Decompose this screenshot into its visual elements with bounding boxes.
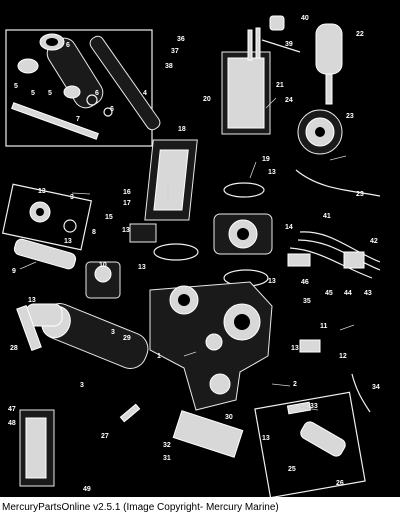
callout-6: 6 xyxy=(95,90,99,97)
callout-49: 49 xyxy=(83,486,91,493)
callout-5: 5 xyxy=(14,83,18,90)
callout-3: 3 xyxy=(70,194,74,201)
callout-17: 17 xyxy=(123,200,131,207)
callout-22: 22 xyxy=(356,31,364,38)
callout-32: 32 xyxy=(163,442,171,449)
callout-13: 13 xyxy=(268,278,276,285)
callout-23: 23 xyxy=(346,113,354,120)
image-caption: MercuryPartsOnline v2.5.1 (Image Copyrig… xyxy=(2,502,279,513)
leader-lines xyxy=(19,97,355,411)
callout-1: 1 xyxy=(157,353,161,360)
callout-41: 41 xyxy=(323,213,331,220)
callout-10: 10 xyxy=(99,262,107,269)
callout-13: 13 xyxy=(64,238,72,245)
callout-37: 37 xyxy=(171,48,179,55)
callout-30: 30 xyxy=(225,414,233,421)
callout-27: 27 xyxy=(101,433,109,440)
callout-24: 24 xyxy=(285,97,293,104)
callout-7: 7 xyxy=(76,116,80,123)
manifold-housing xyxy=(149,281,273,411)
exploded-view-drawing xyxy=(1,15,381,497)
callout-42: 42 xyxy=(370,238,378,245)
callout-8: 8 xyxy=(92,229,96,236)
callout-16: 16 xyxy=(123,189,131,196)
callout-40: 40 xyxy=(301,15,309,22)
callout-31: 31 xyxy=(163,455,171,462)
inset-box-middle-left xyxy=(1,183,93,251)
inset-box-bottom-right xyxy=(254,391,366,497)
callout-47: 47 xyxy=(8,406,16,413)
callout-45: 45 xyxy=(325,290,333,297)
callout-14: 14 xyxy=(285,224,293,231)
ram-cylinders xyxy=(13,238,149,369)
callout-20: 20 xyxy=(203,96,211,103)
callout-43: 43 xyxy=(364,290,372,297)
callout-33: 33 xyxy=(310,403,318,410)
callout-13: 13 xyxy=(268,169,276,176)
motor-and-reservoir xyxy=(144,27,271,221)
callout-44: 44 xyxy=(344,290,352,297)
callout-18: 18 xyxy=(178,126,186,133)
callout-34: 34 xyxy=(372,384,380,391)
callout-19: 19 xyxy=(262,156,270,163)
inset-box-top-left xyxy=(5,29,153,147)
bottom-parts xyxy=(19,339,346,487)
callout-13: 13 xyxy=(138,264,146,271)
callout-5: 5 xyxy=(48,90,52,97)
callout-23: 23 xyxy=(356,191,364,198)
callout-26: 26 xyxy=(336,480,344,487)
pump-motor xyxy=(261,15,343,155)
callout-35: 35 xyxy=(303,298,311,305)
callout-13: 13 xyxy=(38,188,46,195)
callout-36: 36 xyxy=(177,36,185,43)
callout-15: 15 xyxy=(105,214,113,221)
callout-28: 28 xyxy=(10,345,18,352)
callout-48: 48 xyxy=(8,420,16,427)
valve-parts xyxy=(29,201,157,299)
parts-diagram: 1 2 3 3 3 4 5 5 5 6 6 6 7 8 9 10 11 12 1… xyxy=(0,0,400,497)
callout-4: 4 xyxy=(143,90,147,97)
callout-6: 6 xyxy=(66,42,70,49)
wiring-harness xyxy=(287,169,381,413)
callout-12: 12 xyxy=(339,353,347,360)
callout-25: 25 xyxy=(288,466,296,473)
callout-13: 13 xyxy=(122,227,130,234)
callout-46: 46 xyxy=(301,279,309,286)
callout-13: 13 xyxy=(291,345,299,352)
callout-6: 6 xyxy=(110,106,114,113)
callout-9: 9 xyxy=(12,268,16,275)
callout-13: 13 xyxy=(262,435,270,442)
callout-3: 3 xyxy=(111,329,115,336)
callout-21: 21 xyxy=(276,82,284,89)
callout-3: 3 xyxy=(80,382,84,389)
callout-39: 39 xyxy=(285,41,293,48)
callout-13: 13 xyxy=(28,297,36,304)
callout-29: 29 xyxy=(123,335,131,342)
callout-38: 38 xyxy=(165,63,173,70)
callout-2: 2 xyxy=(293,381,297,388)
callout-5: 5 xyxy=(31,90,35,97)
trim-cylinder-assembly xyxy=(11,33,161,140)
callout-11: 11 xyxy=(320,323,328,330)
